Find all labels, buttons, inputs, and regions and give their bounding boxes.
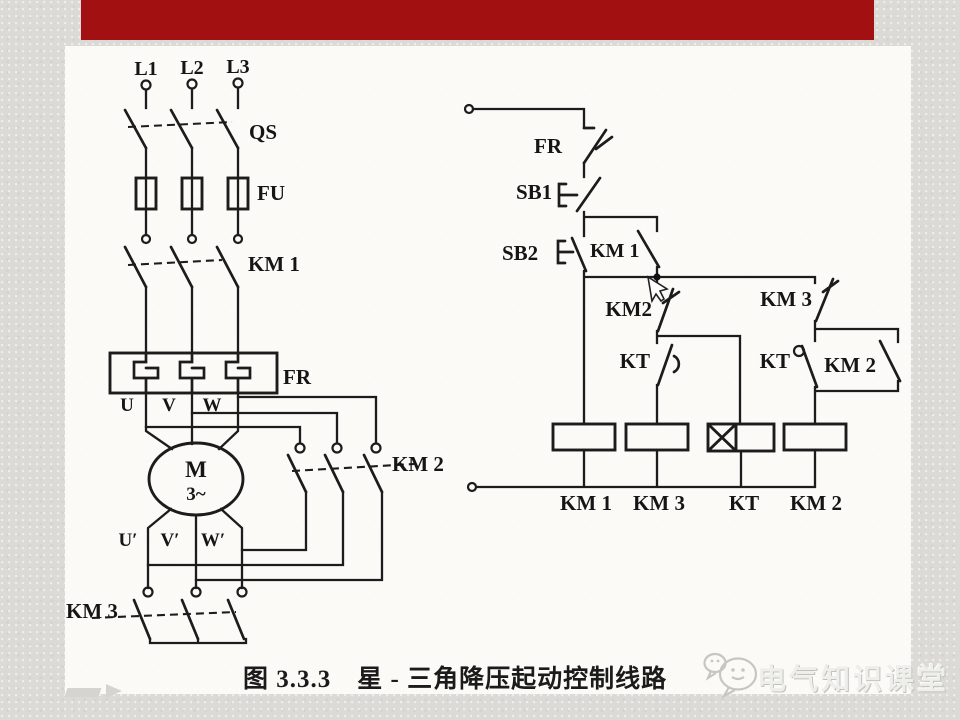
km1-linkage-dashed: [127, 258, 223, 267]
km2-nc-label: KM2: [605, 297, 652, 321]
qs-switch-blades: [123, 108, 240, 150]
supply-terminal-l3: [232, 77, 244, 89]
phase-label-l2: L2: [180, 57, 203, 79]
km2-coil: [782, 422, 848, 452]
km1-coil-label: KM 1: [560, 491, 612, 515]
fr-thermal-box: [108, 351, 279, 395]
km2-linkage-dashed: [291, 462, 415, 473]
qs-label: QS: [249, 120, 277, 144]
control-wires: [471, 107, 900, 489]
supply-terminal-l2: [186, 78, 198, 90]
scan-artifact-bar: [64, 688, 102, 697]
qs-linkage-dashed: [127, 120, 233, 129]
km2-fixed-contact-2: [331, 442, 343, 454]
scan-artifact-arrow: [106, 684, 122, 698]
star-point-bar: [148, 637, 248, 645]
title-banner: [81, 0, 874, 40]
delta-upper-wiring: [144, 395, 378, 445]
phase-label-l3: L3: [226, 56, 249, 78]
fuse-fu1: [134, 176, 158, 211]
junction-dot: [653, 273, 661, 281]
logo-eye-1: [731, 668, 735, 672]
kt-coil: [706, 422, 776, 453]
logo-bubble-large-tail: [721, 686, 736, 699]
km3-nc-contact: [814, 277, 840, 323]
km2-no-label: KM 2: [824, 353, 876, 377]
kt-coil-x-box: [706, 422, 738, 453]
km3-main-label: KM 3: [66, 599, 118, 623]
fr-nc-contact: [582, 126, 614, 165]
logo-bubble-large: [718, 657, 758, 691]
motor-letter: M: [185, 457, 207, 482]
km1-fixed-contact-1: [140, 233, 152, 245]
fu-label: FU: [257, 181, 285, 205]
sb2-start-button: [556, 236, 588, 273]
km3-linkage-dashed: [91, 610, 237, 620]
km2-main-label: KM 2: [392, 452, 444, 476]
km2-fixed-contact-1: [294, 442, 306, 454]
delta-lower-wiring: [146, 490, 384, 582]
sb1-label: SB1: [516, 180, 552, 204]
fr-heater-elements: [132, 351, 252, 395]
logo-eye-3: [710, 659, 714, 663]
km2-nc-contact: [656, 287, 681, 333]
fuse-fu3: [226, 176, 250, 211]
fr-contact-label: FR: [534, 134, 563, 158]
logo-eye-4: [716, 659, 720, 663]
fr-label: FR: [283, 365, 312, 389]
km1-main-label: KM 1: [248, 252, 300, 276]
control-terminal-top: [463, 103, 475, 115]
slide-white-area: [65, 46, 911, 694]
km1-coil: [551, 422, 617, 452]
km3-main-blades: [132, 598, 246, 641]
terminal-label-v2: V′: [160, 530, 179, 551]
phase-wires: [144, 86, 240, 355]
logo-eye-2: [741, 668, 745, 672]
terminal-label-u2: U′: [118, 530, 137, 551]
control-terminal-bottom: [466, 481, 478, 493]
watermark-logo: [703, 652, 758, 699]
km1-aux-label: KM 1: [590, 240, 639, 262]
kt-no-contact: [800, 344, 819, 389]
km1-aux-contact: [636, 229, 661, 269]
power-circuit: L1 L2 L3 QS FU KM 1: [66, 56, 444, 645]
motor-output-wires: [146, 507, 244, 590]
logo-smile: [731, 676, 745, 681]
km2-fixed-contact-3: [370, 442, 382, 454]
km2-no-contact: [878, 339, 902, 383]
kt-coil-label: KT: [729, 491, 759, 515]
km3-coil-label: KM 3: [633, 491, 685, 515]
km1-main-blades: [123, 245, 240, 289]
km3-fixed-contact-2: [190, 586, 202, 598]
logo-bubble-small: [703, 652, 727, 674]
logo-bubble-small-tail: [705, 670, 717, 681]
terminal-label-w: W: [203, 395, 222, 416]
terminal-label-u: U: [120, 395, 134, 416]
km1-fixed-contact-3: [232, 233, 244, 245]
kt-nc-label: KT: [620, 349, 650, 373]
watermark-text: 电气知识课堂: [757, 664, 950, 696]
km2-main-blades: [286, 453, 384, 494]
control-circuit: FR SB1 SB2 KM 1 KM2 KT KM 3 KT: [463, 103, 902, 515]
km2-coil-label: KM 2: [790, 491, 842, 515]
km3-nc-label: KM 3: [760, 287, 812, 311]
terminal-label-v: V: [162, 395, 176, 416]
sb2-label: SB2: [502, 241, 538, 265]
km3-fixed-contact-1: [142, 586, 154, 598]
terminal-label-w2: W′: [201, 530, 225, 551]
phase-label-l1: L1: [134, 58, 157, 80]
km3-fixed-contact-3: [236, 586, 248, 598]
kt-nc-contact: [656, 343, 681, 387]
km1-fixed-contact-2: [186, 233, 198, 245]
supply-terminal-l1: [140, 79, 152, 91]
sb1-stop-button: [557, 176, 602, 213]
motor-feed-wires: [144, 391, 240, 451]
motor-phase: 3~: [186, 484, 206, 505]
kt-no-label: KT: [760, 349, 790, 373]
fuse-fu2: [180, 176, 204, 211]
km3-coil: [624, 422, 690, 452]
figure-caption: 图 3.3.3 星 - 三角降压起动控制线路: [243, 666, 668, 693]
